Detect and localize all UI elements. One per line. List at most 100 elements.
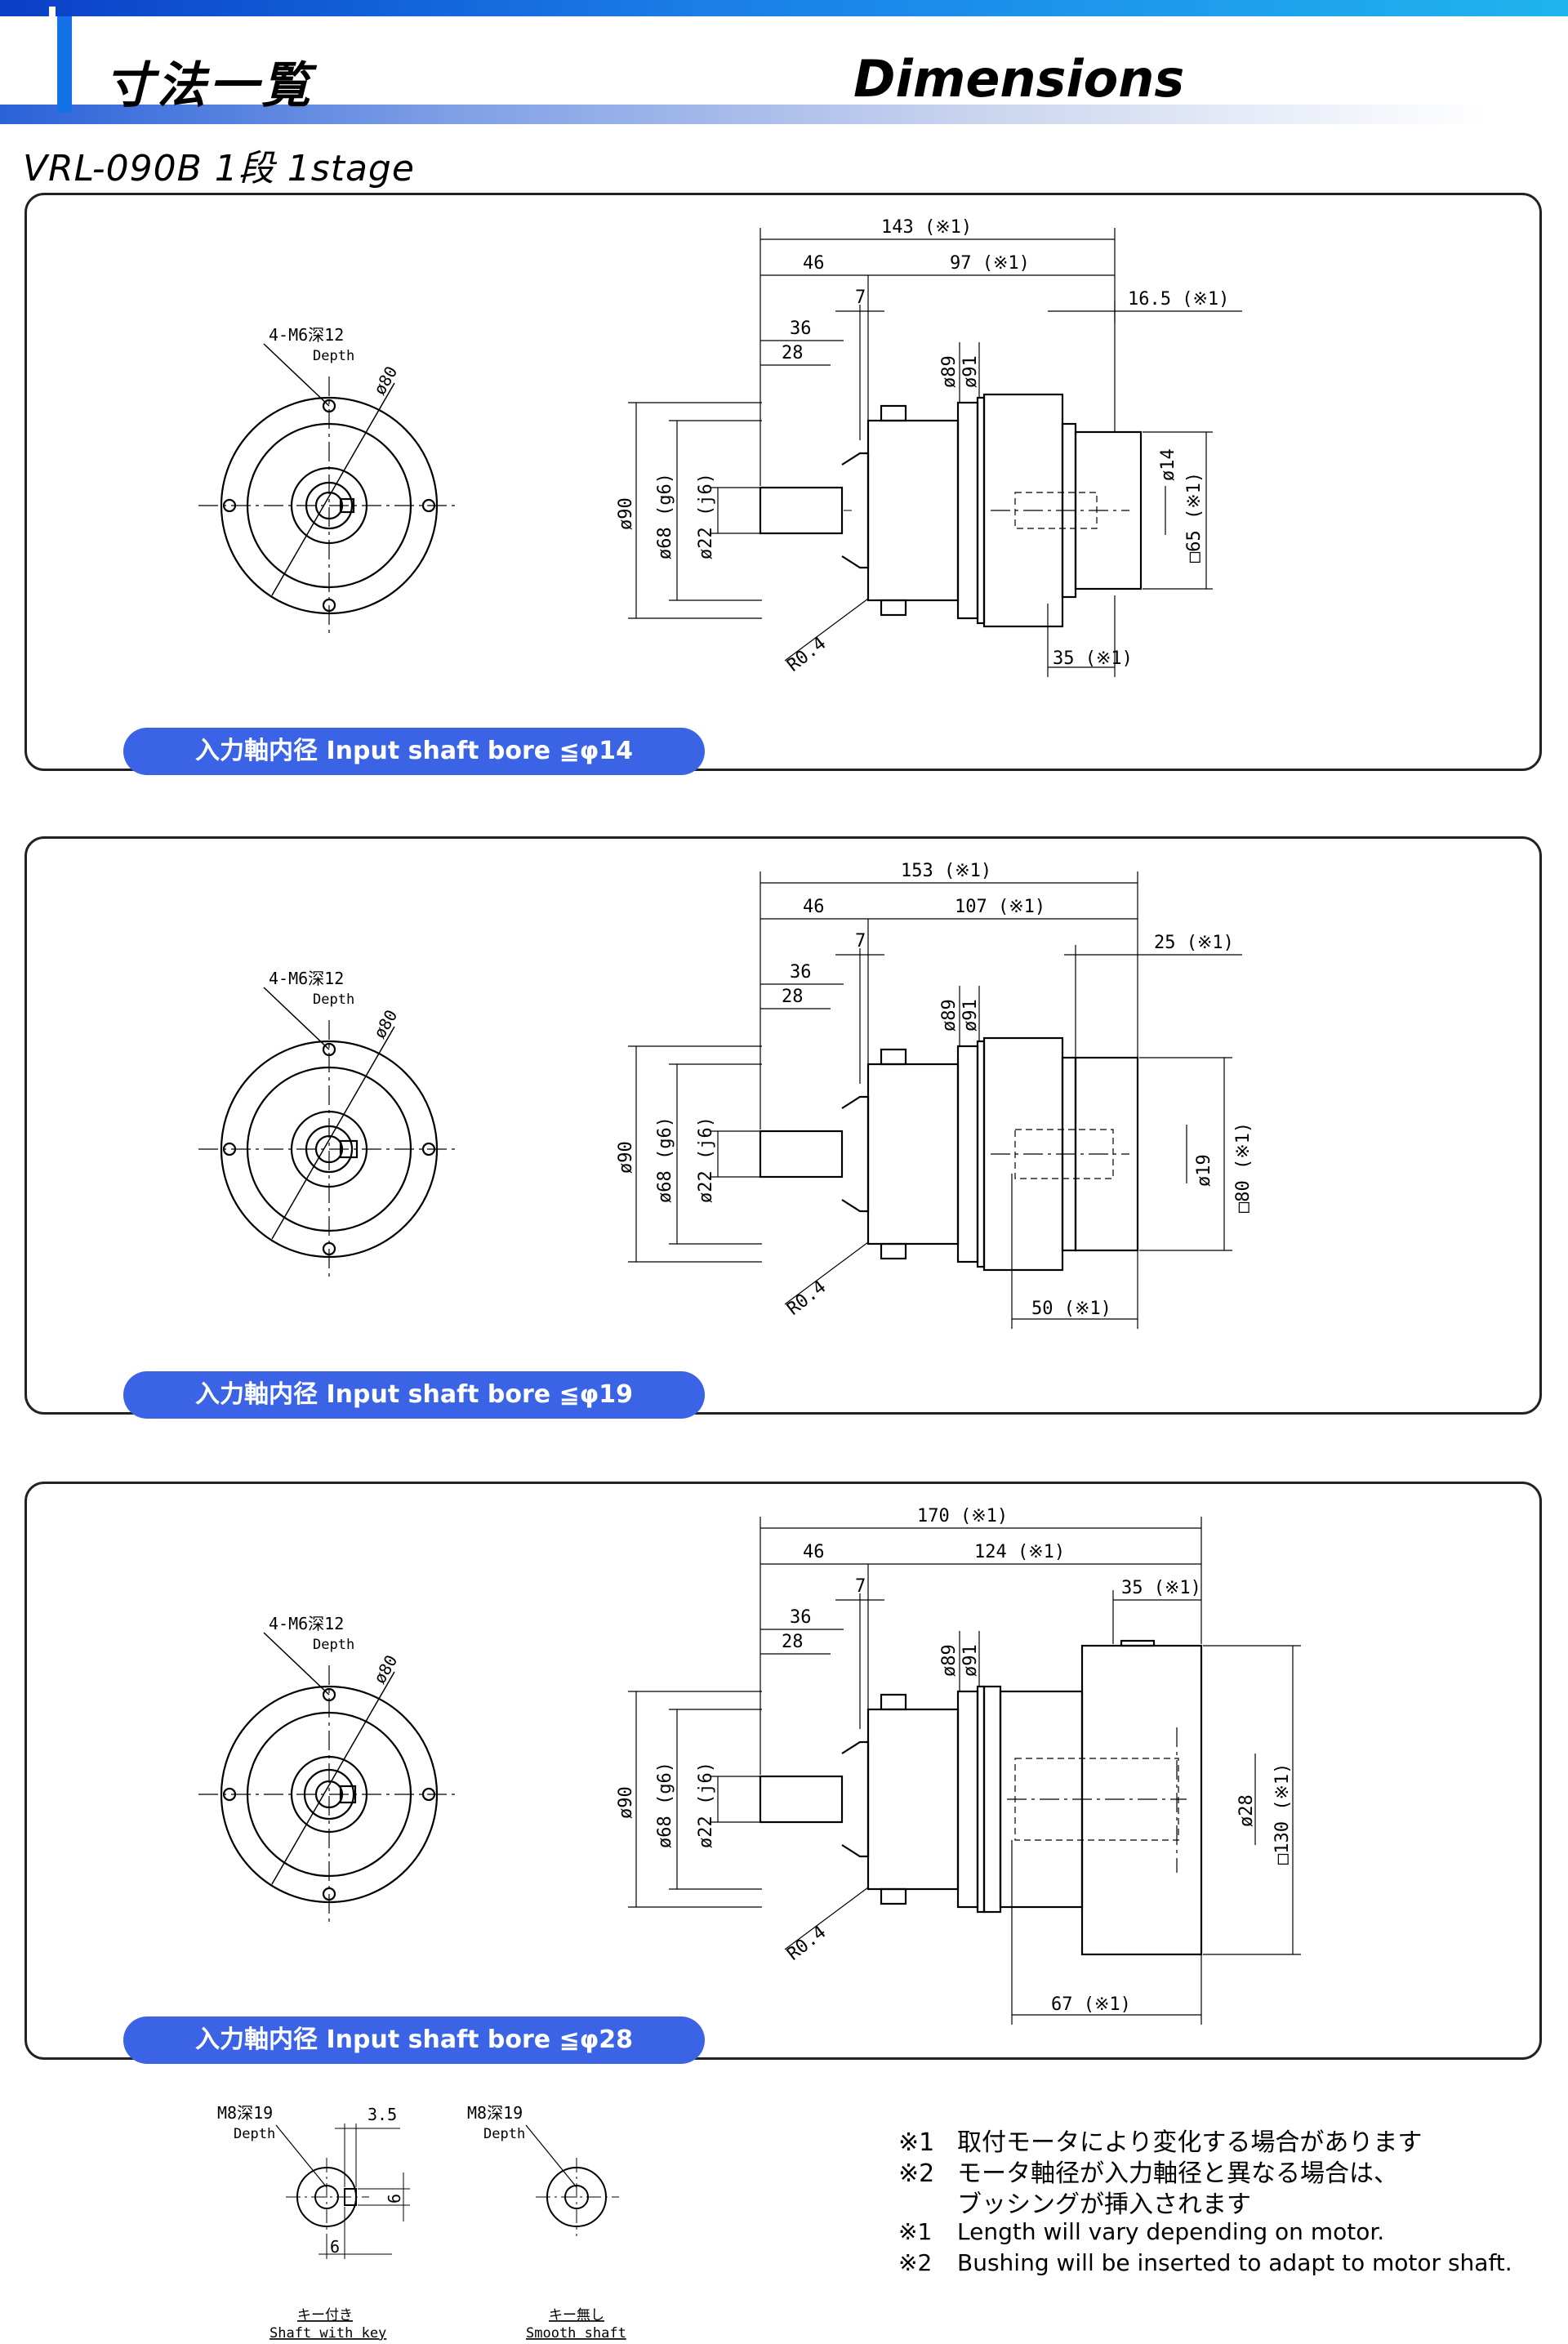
panel-3-drawing: 4-M6深12 Depth ø80 bbox=[198, 1506, 1301, 2025]
front-tap-label: 4-M6深12 bbox=[269, 325, 344, 345]
dim-flange: 25 (※1) bbox=[1154, 933, 1234, 953]
top-gradient-bar bbox=[0, 0, 1568, 16]
note-text: 取付モータにより変化する場合があります bbox=[957, 2128, 1423, 2157]
page-title-jp: 寸法一覧 bbox=[105, 57, 314, 114]
dim-phi91: ø91 bbox=[960, 355, 981, 388]
dim-flange: 16.5 (※1) bbox=[1128, 289, 1229, 310]
front-depth-label: Depth bbox=[313, 348, 354, 364]
shaft-with-key bbox=[275, 2123, 410, 2259]
panel-1-drawing: 4-M6深12 Depth ø80 bbox=[198, 217, 1242, 677]
side-view bbox=[759, 393, 1143, 628]
note-line-5: ※2 Bushing will be inserted to adapt to m… bbox=[898, 2249, 1512, 2276]
dim-phi91: ø91 bbox=[960, 1644, 981, 1677]
side-view bbox=[759, 1639, 1203, 1956]
dim-r04: R0.4 bbox=[783, 633, 830, 675]
title-accent-notch bbox=[49, 7, 56, 23]
note-mark: ※1 bbox=[898, 2128, 935, 2157]
panel-2-drawing: 4-M6深12 Depth ø80 bbox=[198, 861, 1254, 1329]
dim-phi68: ø68 (g6) bbox=[655, 1116, 675, 1203]
dim-28: 28 bbox=[782, 987, 804, 1007]
bore-label-pill-3: 入力軸内径 Input shaft bore ≦φ28 bbox=[123, 2016, 705, 2064]
dim-phi91: ø91 bbox=[960, 999, 981, 1032]
front-view bbox=[198, 987, 460, 1278]
shaft1-key-height: 6 bbox=[385, 2194, 404, 2204]
dim-bore: ø28 bbox=[1236, 1794, 1257, 1827]
shaft2-depth: Depth bbox=[483, 2126, 525, 2142]
shaft2-caption-en: Smooth shaft bbox=[526, 2325, 626, 2342]
dim-phi90: ø90 bbox=[616, 1786, 636, 1819]
shaft1-key-depth: 6 bbox=[330, 2237, 340, 2257]
note-line-1: ※1 取付モータにより変化する場合があります bbox=[898, 2122, 1422, 2158]
dim-r04: R0.4 bbox=[783, 1277, 830, 1319]
front-pcd-label: ø80 bbox=[370, 1651, 402, 1687]
shaft1-caption-jp: キー付き bbox=[297, 2307, 353, 2324]
shaft1-caption-en: Shaft with key bbox=[270, 2325, 386, 2342]
bore-label-pill-1: 入力軸内径 Input shaft bore ≦φ14 bbox=[123, 728, 705, 775]
dim-rest: 124 (※1) bbox=[974, 1542, 1065, 1562]
note-text: Length will vary depending on motor. bbox=[957, 2218, 1385, 2245]
shaft-details: M8深19 Depth 3.5 6 6 キー付き Shaft with key … bbox=[217, 2103, 626, 2342]
dim-phi22: ø22 (j6) bbox=[696, 1116, 716, 1203]
dim-28: 28 bbox=[782, 343, 804, 363]
front-depth-label: Depth bbox=[313, 992, 354, 1008]
dim-bore: ø14 bbox=[1158, 448, 1178, 481]
dim-overall: 170 (※1) bbox=[917, 1506, 1008, 1526]
dim-square: □80 (※1) bbox=[1233, 1122, 1254, 1213]
front-pcd-label: ø80 bbox=[370, 363, 402, 398]
note-text: ブッシングが挿入されます bbox=[957, 2190, 1251, 2219]
front-depth-label: Depth bbox=[313, 1637, 354, 1653]
smooth-shaft bbox=[525, 2124, 619, 2236]
dim-phi90: ø90 bbox=[616, 1141, 636, 1174]
dim-rest: 107 (※1) bbox=[955, 897, 1045, 917]
note-text: モータ軸径が入力軸径と異なる場合は、 bbox=[957, 2159, 1398, 2188]
dim-phi68: ø68 (g6) bbox=[655, 473, 675, 559]
drawing-panel-3: 4-M6深12 Depth ø80 bbox=[24, 1482, 1542, 2064]
dim-square: □65 (※1) bbox=[1184, 472, 1205, 563]
front-view bbox=[198, 1632, 460, 1923]
front-tap-label: 4-M6深12 bbox=[269, 969, 344, 988]
dim-flange: 35 (※1) bbox=[1121, 1578, 1201, 1598]
dim-36: 36 bbox=[790, 1607, 812, 1628]
dim-phi89: ø89 bbox=[939, 999, 960, 1032]
note-line-3: ブッシングが挿入されます bbox=[898, 2184, 1251, 2220]
dim-7: 7 bbox=[855, 1576, 866, 1597]
title-accent-bar bbox=[57, 16, 72, 113]
dim-overall: 153 (※1) bbox=[901, 861, 991, 881]
front-view bbox=[198, 343, 460, 635]
dim-overall: 143 (※1) bbox=[881, 217, 972, 238]
dim-7: 7 bbox=[855, 287, 866, 308]
shaft1-key-width: 3.5 bbox=[368, 2105, 397, 2124]
note-mark: ※1 bbox=[898, 2218, 933, 2245]
front-tap-label: 4-M6深12 bbox=[269, 1614, 344, 1633]
note-mark: ※2 bbox=[898, 2159, 935, 2188]
dim-36: 36 bbox=[790, 962, 812, 983]
dim-tail: 50 (※1) bbox=[1031, 1299, 1111, 1319]
dim-phi89: ø89 bbox=[939, 1644, 960, 1677]
note-mark: ※2 bbox=[898, 2249, 933, 2276]
dim-phi68: ø68 (g6) bbox=[655, 1762, 675, 1848]
dim-r04: R0.4 bbox=[783, 1922, 830, 1964]
dim-7: 7 bbox=[855, 931, 866, 951]
note-text: Bushing will be inserted to adapt to mot… bbox=[957, 2249, 1512, 2276]
dim-tail: 35 (※1) bbox=[1053, 648, 1133, 669]
dim-phi22: ø22 (j6) bbox=[696, 1762, 716, 1848]
bore-label-pill-2: 入力軸内径 Input shaft bore ≦φ19 bbox=[123, 1371, 705, 1419]
dim-28: 28 bbox=[782, 1632, 804, 1652]
dim-36: 36 bbox=[790, 319, 812, 339]
note-line-4: ※1 Length will vary depending on motor. bbox=[898, 2218, 1384, 2245]
shaft1-depth: Depth bbox=[234, 2126, 275, 2142]
model-subtitle: VRL-090B 1段 1stage bbox=[23, 148, 415, 189]
dim-phi89: ø89 bbox=[939, 355, 960, 388]
page-title-en: Dimensions bbox=[853, 49, 1185, 109]
note-line-2: ※2 モータ軸径が入力軸径と異なる場合は、 bbox=[898, 2153, 1398, 2189]
drawing-panel-1: 4-M6深12 Depth ø80 bbox=[24, 193, 1542, 775]
drawing-panel-2: 4-M6深12 Depth ø80 bbox=[24, 836, 1542, 1419]
dim-46: 46 bbox=[803, 253, 825, 274]
shaft2-tap: M8深19 bbox=[467, 2103, 523, 2123]
dim-46: 46 bbox=[803, 897, 825, 917]
dim-bore: ø19 bbox=[1194, 1154, 1214, 1187]
dim-square: □130 (※1) bbox=[1272, 1763, 1293, 1865]
dim-tail: 67 (※1) bbox=[1051, 1994, 1131, 2015]
title-gradient-band bbox=[0, 105, 1486, 124]
side-view bbox=[759, 1036, 1139, 1272]
